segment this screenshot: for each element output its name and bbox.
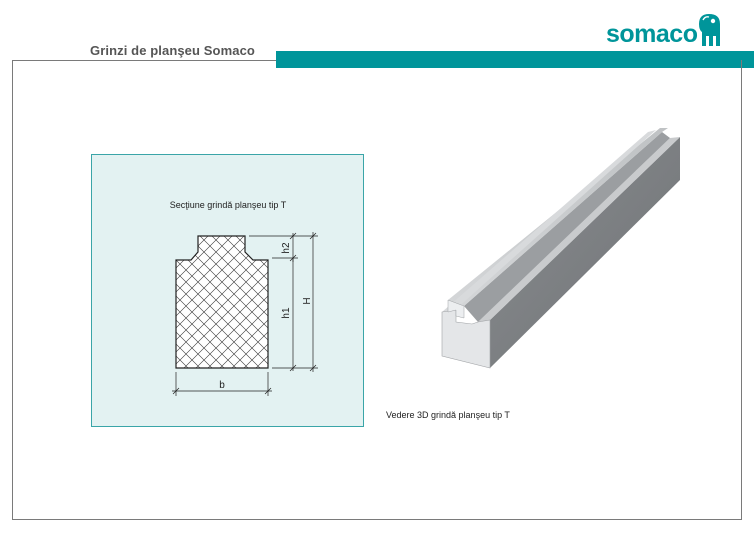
page-frame: [12, 60, 742, 520]
header-accent-bar: [276, 51, 754, 68]
t-section-shape: [175, 235, 269, 369]
logo-text: somaco: [606, 20, 698, 48]
header-rule: [12, 60, 276, 61]
beam-left-ledge: [442, 130, 656, 312]
beam-right-ledge: [478, 137, 680, 322]
beam-rib-side: [464, 132, 670, 322]
page-title: Grinzi de planşeu Somaco: [90, 43, 255, 58]
cross-section-title: Secţiune grindă planşeu tip T: [169, 200, 287, 210]
b-label: b: [219, 380, 225, 391]
beam-3d-caption: Vedere 3D grindă planşeu tip T: [386, 410, 510, 420]
beam-side-face: [490, 137, 680, 368]
h2-label: h2: [281, 242, 292, 254]
h1-label: h1: [281, 307, 292, 319]
H-label: H: [302, 297, 313, 304]
elephant-logo-icon: [699, 14, 720, 46]
somaco-logo: somaco: [606, 10, 722, 50]
